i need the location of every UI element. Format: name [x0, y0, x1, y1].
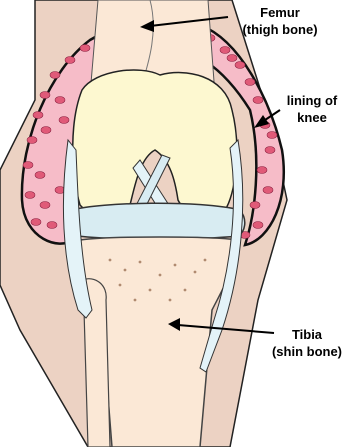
lining-cell: [80, 45, 90, 52]
lining-cell: [267, 132, 277, 139]
lining-cell: [59, 117, 69, 124]
lining-cell: [257, 167, 267, 174]
lining-cell: [253, 97, 263, 104]
bone-texture-dot: [194, 271, 197, 274]
bone-texture-dot: [109, 259, 112, 262]
femur-label: Femur (thigh bone): [232, 4, 328, 38]
lining-cell: [27, 137, 37, 144]
lining-cell: [40, 202, 50, 209]
lining-cell: [35, 172, 45, 179]
tibia-label: Tibia (shin bone): [262, 326, 352, 360]
bone-texture-dot: [149, 289, 152, 292]
bone-texture-dot: [204, 259, 207, 262]
lining-cell: [235, 62, 245, 69]
bone-texture-dot: [174, 264, 177, 267]
lining-cell: [41, 127, 51, 134]
lining-cell: [220, 47, 230, 54]
lining-cell: [65, 57, 75, 64]
bone-texture-dot: [119, 284, 122, 287]
lining-label-line1: lining of: [276, 92, 348, 109]
lining-label-line2: knee: [276, 109, 348, 126]
lining-cell: [31, 219, 41, 226]
lining-cell: [55, 97, 65, 104]
femur-label-name: Femur: [232, 4, 328, 21]
lining-cell: [263, 187, 273, 194]
lining-label: lining of knee: [276, 92, 348, 126]
bone-texture-dot: [139, 261, 142, 264]
tibia-label-detail: (shin bone): [262, 343, 352, 360]
lining-cell: [50, 72, 60, 79]
lining-cell: [253, 222, 263, 229]
bone-texture-dot: [124, 269, 127, 272]
lining-cell: [250, 202, 260, 209]
bone-texture-dot: [134, 299, 137, 302]
lining-cell: [33, 112, 43, 119]
meniscus: [69, 203, 245, 239]
bone-texture-dot: [159, 274, 162, 277]
lining-cell: [47, 222, 57, 229]
lining-cell: [227, 55, 237, 62]
lining-cell: [25, 192, 35, 199]
lining-cell: [245, 79, 255, 86]
lining-cell: [40, 92, 50, 99]
femur-label-detail: (thigh bone): [232, 21, 328, 38]
bone-texture-dot: [169, 299, 172, 302]
lining-cell: [265, 147, 275, 154]
tibia-label-name: Tibia: [262, 326, 352, 343]
bone-texture-dot: [184, 289, 187, 292]
lining-cell: [23, 162, 33, 169]
